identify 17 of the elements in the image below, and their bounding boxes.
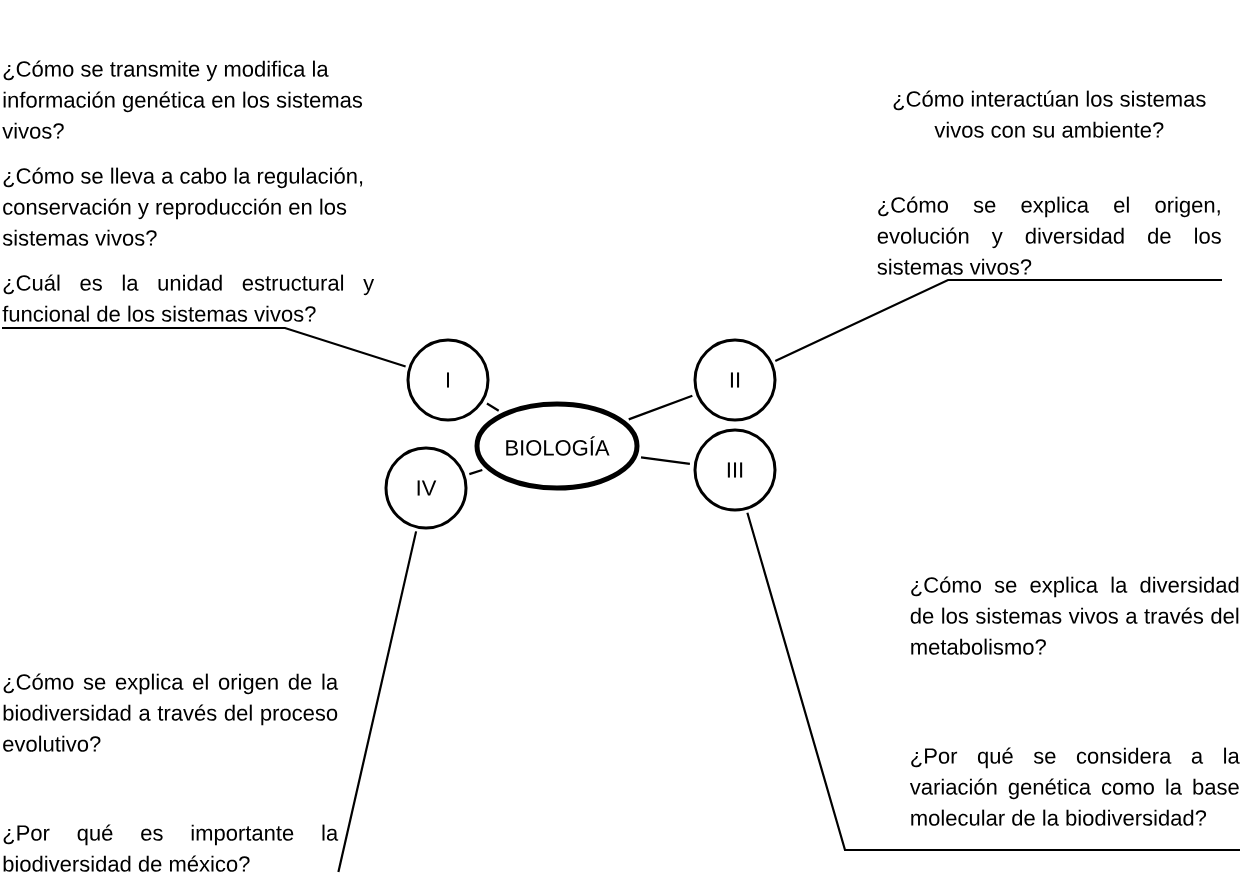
connector-line [469, 468, 483, 476]
question-text: ¿Cómo interactúan los sistemas vivos con su ambiente? [893, 90, 1206, 138]
question-text: ¿Cómo se explica la diversidad de los sistemas vivos a través del metabolismo? [910, 576, 1239, 655]
connector-line [746, 512, 1240, 852]
question-text: ¿Por qué se considera a la variación genética como la base molecular de la biodiversidad? [909, 747, 1240, 826]
question-text: ¿Por qué es importante la biodiversidad de méxico? [3, 824, 339, 872]
connector-line [774, 278, 1222, 363]
connector-line [628, 394, 693, 421]
question-text: ¿Cómo se explica el origen de la biodiversidad a través del proceso evolutivo? [3, 673, 339, 752]
connector-line [337, 531, 418, 873]
connector-line [640, 456, 691, 465]
question-text: ¿Cómo se lleva a cabo la regulación, conservación y reproducción en los sistemas vivos? [2, 167, 363, 246]
connector-line [486, 402, 500, 412]
question-text: ¿Cómo se transmite y modifica la información genética en los sistemas vivos? [2, 60, 363, 139]
question-text: ¿Cómo se explica el origen, evolución y diversidad de los sistemas vivos? [877, 196, 1221, 275]
question-text: ¿Cuál es la unidad estructural y funcional de los sistemas vivos? [2, 274, 375, 322]
connector-line [2, 326, 406, 368]
